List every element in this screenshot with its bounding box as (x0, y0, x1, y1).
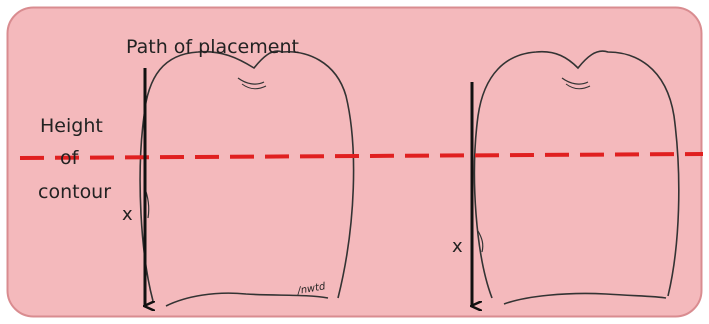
height-of-contour-line (19, 152, 703, 160)
tooth-diagram-svg: Path of placement Height of contour x x … (6, 6, 703, 318)
path-of-placement-label: Path of placement (126, 36, 299, 58)
height-label-line2: of (60, 147, 80, 169)
height-label-line3: contour (38, 181, 111, 203)
right-contour-tick (477, 230, 484, 253)
panel-background (6, 6, 703, 318)
x-label-right: x (452, 236, 463, 257)
right-tooth-outline (473, 50, 680, 299)
right-tooth-root (503, 292, 667, 305)
left-tooth-outline (139, 50, 355, 302)
right-tooth-groove (561, 77, 589, 85)
height-label-line1: Height (40, 115, 103, 137)
left-tooth-groove-2 (241, 83, 267, 90)
diagram-panel: Path of placement Height of contour x x … (6, 6, 703, 318)
artist-signature: /nwtd (296, 281, 327, 297)
left-tooth-root (165, 292, 329, 307)
left-tooth-groove (237, 77, 265, 85)
x-label-left: x (122, 204, 133, 225)
right-tooth-groove-2 (565, 83, 591, 90)
